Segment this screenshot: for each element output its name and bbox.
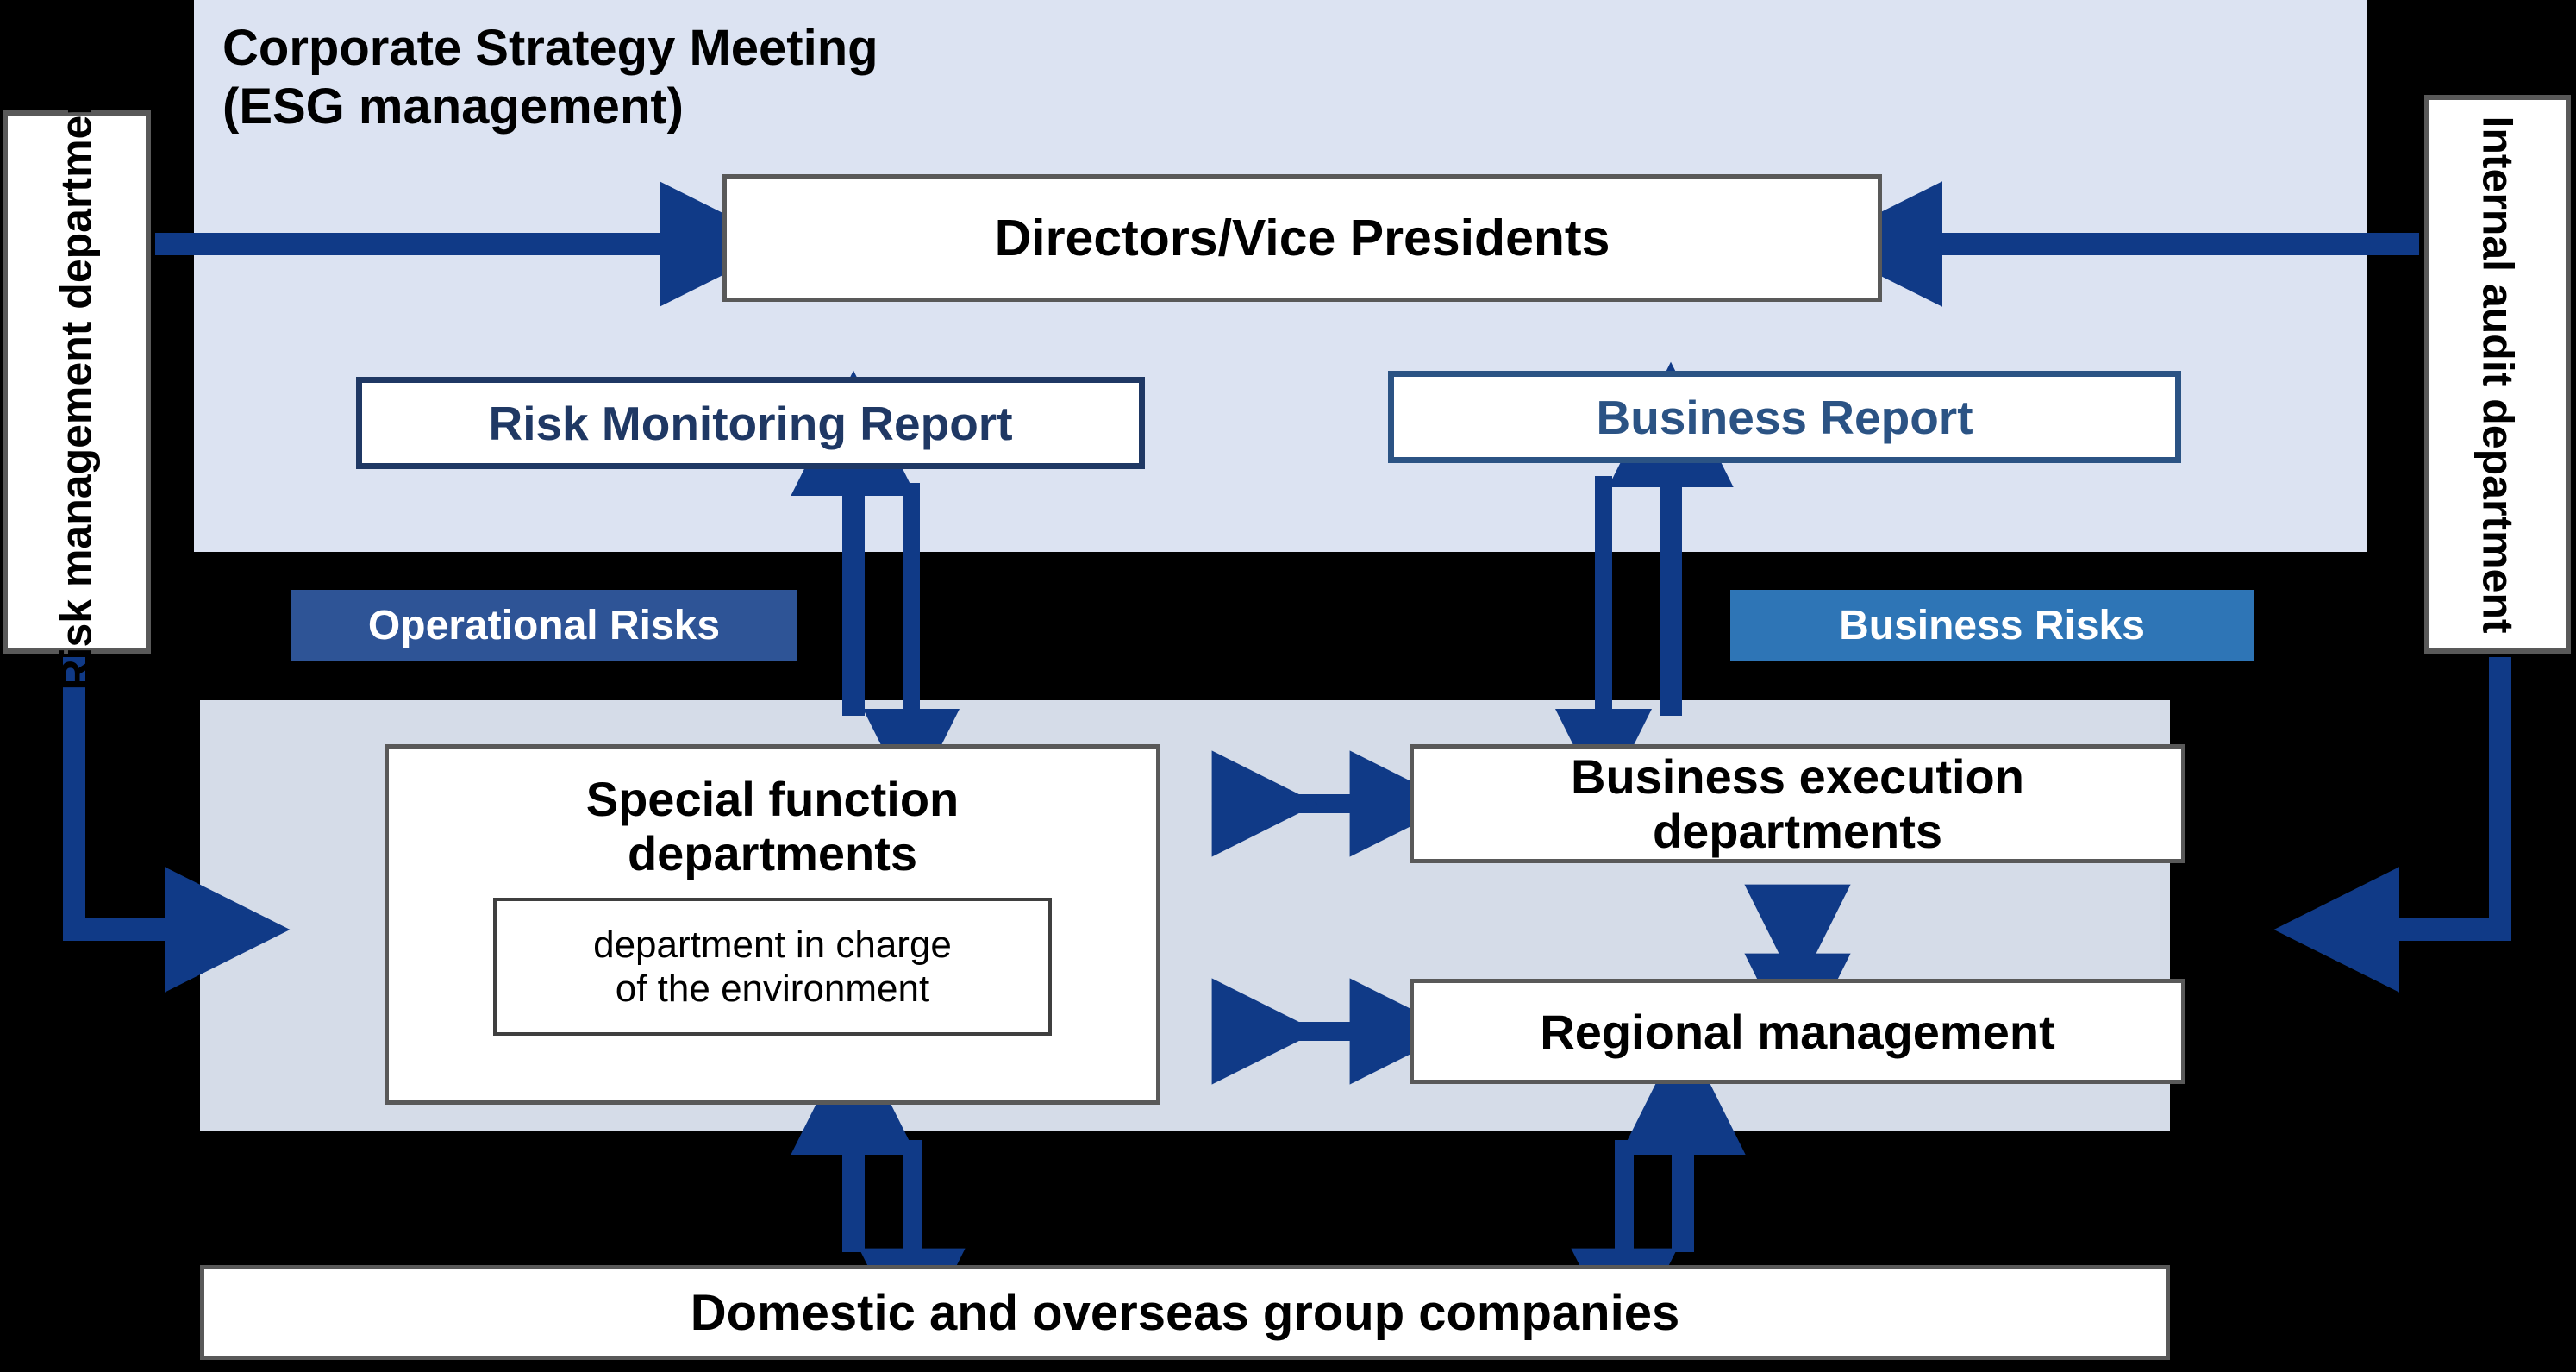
special-function-departments-heading: Special function departments [389, 749, 1156, 886]
regional-management-box[interactable]: Regional management [1410, 979, 2185, 1084]
environment-department-line-2: of the environment [615, 968, 930, 1011]
risk-management-department-box[interactable]: Risk management department [3, 74, 151, 690]
arrow-risk-dept-to-operations [63, 657, 291, 993]
internal-audit-department-box[interactable]: Internal audit department [2424, 95, 2571, 654]
directors-vice-presidents-label: Directors/Vice Presidents [994, 210, 1610, 266]
panel-title-line-2: (ESG management) [222, 78, 684, 135]
group-companies-box[interactable]: Domestic and overseas group companies [200, 1265, 2170, 1360]
environment-department-box[interactable]: department in charge of the environment [493, 898, 1052, 1037]
business-execution-line-2: departments [1652, 804, 1943, 858]
directors-vice-presidents-box[interactable]: Directors/Vice Presidents [722, 174, 1882, 302]
operational-risks-badge: Operational Risks [291, 590, 797, 661]
panel-title-line-1: Corporate Strategy Meeting [222, 20, 878, 76]
special-function-departments-box[interactable]: Special function departments department … [385, 744, 1160, 1105]
business-execution-departments-box[interactable]: Business execution departments [1410, 744, 2185, 863]
business-report-box[interactable]: Business Report [1388, 371, 2181, 463]
operational-risks-label: Operational Risks [367, 602, 721, 648]
special-function-line-2: departments [627, 825, 918, 880]
business-report-label: Business Report [1596, 390, 1973, 444]
business-risks-label: Business Risks [1839, 602, 2145, 648]
arrow-audit-dept-to-operations [2273, 657, 2511, 993]
business-execution-line-1: Business execution [1571, 749, 2024, 804]
environment-department-line-1: department in charge [593, 923, 952, 966]
risk-monitoring-report-label: Risk Monitoring Report [488, 396, 1013, 450]
risk-management-department-label: Risk management department [52, 73, 101, 691]
business-risks-badge: Business Risks [1730, 590, 2254, 661]
risk-monitoring-report-box[interactable]: Risk Monitoring Report [356, 377, 1145, 469]
regional-management-label: Regional management [1540, 1004, 2055, 1059]
special-function-line-1: Special function [585, 772, 960, 826]
internal-audit-department-label: Internal audit department [2473, 115, 2523, 634]
panel-title: Corporate Strategy Meeting (ESG manageme… [222, 19, 1429, 137]
group-companies-label: Domestic and overseas group companies [690, 1284, 1680, 1341]
